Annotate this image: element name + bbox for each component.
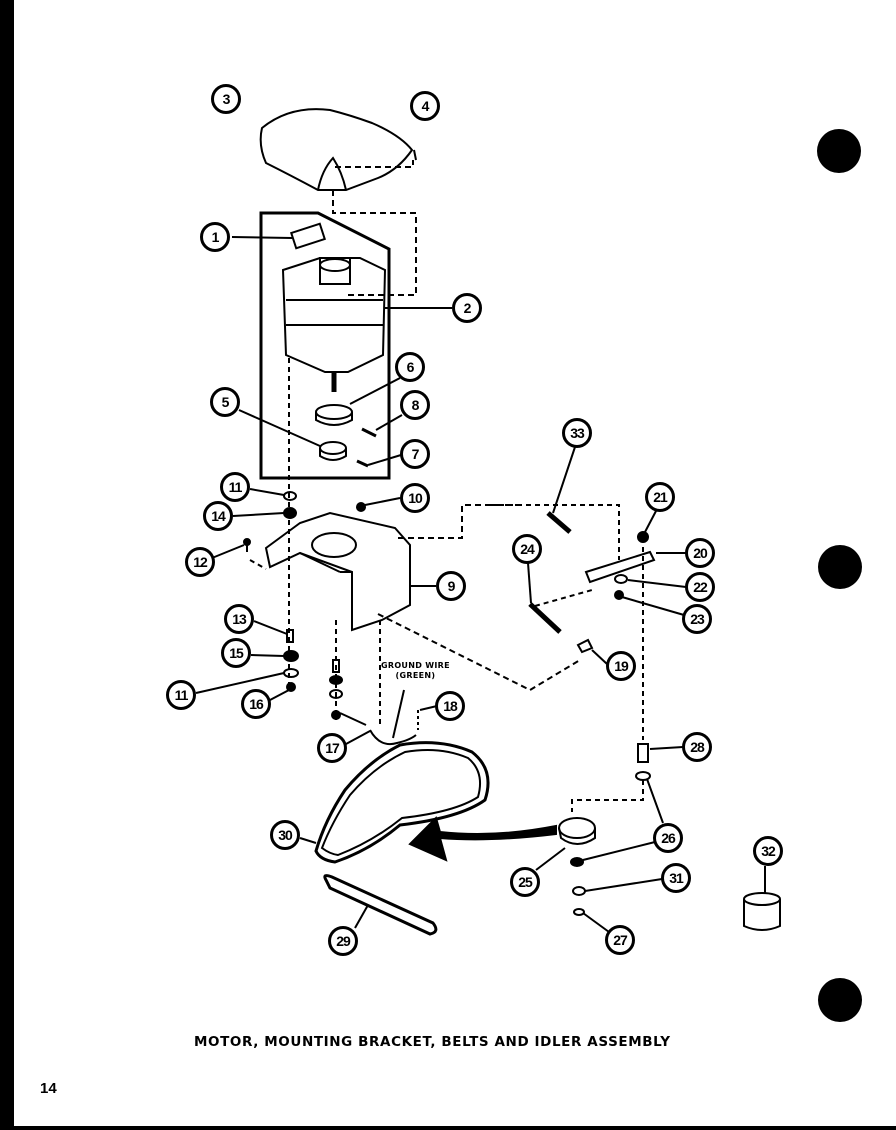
motor-cover-shape <box>259 108 414 191</box>
part-callout-31: 31 <box>661 863 691 893</box>
part-callout-9: 9 <box>436 571 466 601</box>
part-callout-29: 29 <box>328 926 358 956</box>
part-callout-11: 11 <box>166 680 196 710</box>
part-callout-33: 33 <box>562 418 592 448</box>
part-callout-8: 8 <box>400 390 430 420</box>
ground-wire-label: GROUND WIRE <box>381 661 450 670</box>
part-callout-20: 20 <box>685 538 715 568</box>
binder-hole-top <box>817 129 861 173</box>
long-belt-shape <box>314 741 490 864</box>
part-callout-4: 4 <box>410 91 440 121</box>
part-callout-2: 2 <box>452 293 482 323</box>
part-callout-30: 30 <box>270 820 300 850</box>
part-callout-26: 26 <box>653 823 683 853</box>
ground-wire-annotation: GROUND WIRE (GREEN) <box>381 661 450 681</box>
part-callout-19: 19 <box>606 651 636 681</box>
part-callout-22: 22 <box>685 572 715 602</box>
page-number: 14 <box>40 1080 57 1097</box>
part-callout-6: 6 <box>395 352 425 382</box>
binder-hole-bottom <box>818 978 862 1022</box>
short-belt-shape <box>323 874 438 936</box>
part-callout-5: 5 <box>210 387 240 417</box>
part-callout-32: 32 <box>753 836 783 866</box>
diagram-title: MOTOR, MOUNTING BRACKET, BELTS AND IDLER… <box>194 1034 671 1050</box>
part-callout-11: 11 <box>220 472 250 502</box>
part-callout-23: 23 <box>682 604 712 634</box>
part-callout-14: 14 <box>203 501 233 531</box>
part-callout-25: 25 <box>510 867 540 897</box>
part-callout-7: 7 <box>400 439 430 469</box>
part-callout-16: 16 <box>241 689 271 719</box>
part-callout-17: 17 <box>317 733 347 763</box>
mounting-bracket-shape <box>264 511 411 632</box>
motor-enclosure-outline <box>259 211 391 480</box>
part-callout-12: 12 <box>185 547 215 577</box>
part-callout-3: 3 <box>211 84 241 114</box>
part-callout-27: 27 <box>605 925 635 955</box>
page-bottom-border <box>0 1126 896 1130</box>
part-callout-18: 18 <box>435 691 465 721</box>
diagram-page <box>14 0 896 1126</box>
binder-hole-middle <box>818 545 862 589</box>
part-callout-24: 24 <box>512 534 542 564</box>
part-callout-10: 10 <box>400 483 430 513</box>
part-callout-21: 21 <box>645 482 675 512</box>
part-callout-13: 13 <box>224 604 254 634</box>
part-callout-15: 15 <box>221 638 251 668</box>
ground-wire-color-label: (GREEN) <box>395 671 436 680</box>
part-callout-28: 28 <box>682 732 712 762</box>
part-callout-1: 1 <box>200 222 230 252</box>
